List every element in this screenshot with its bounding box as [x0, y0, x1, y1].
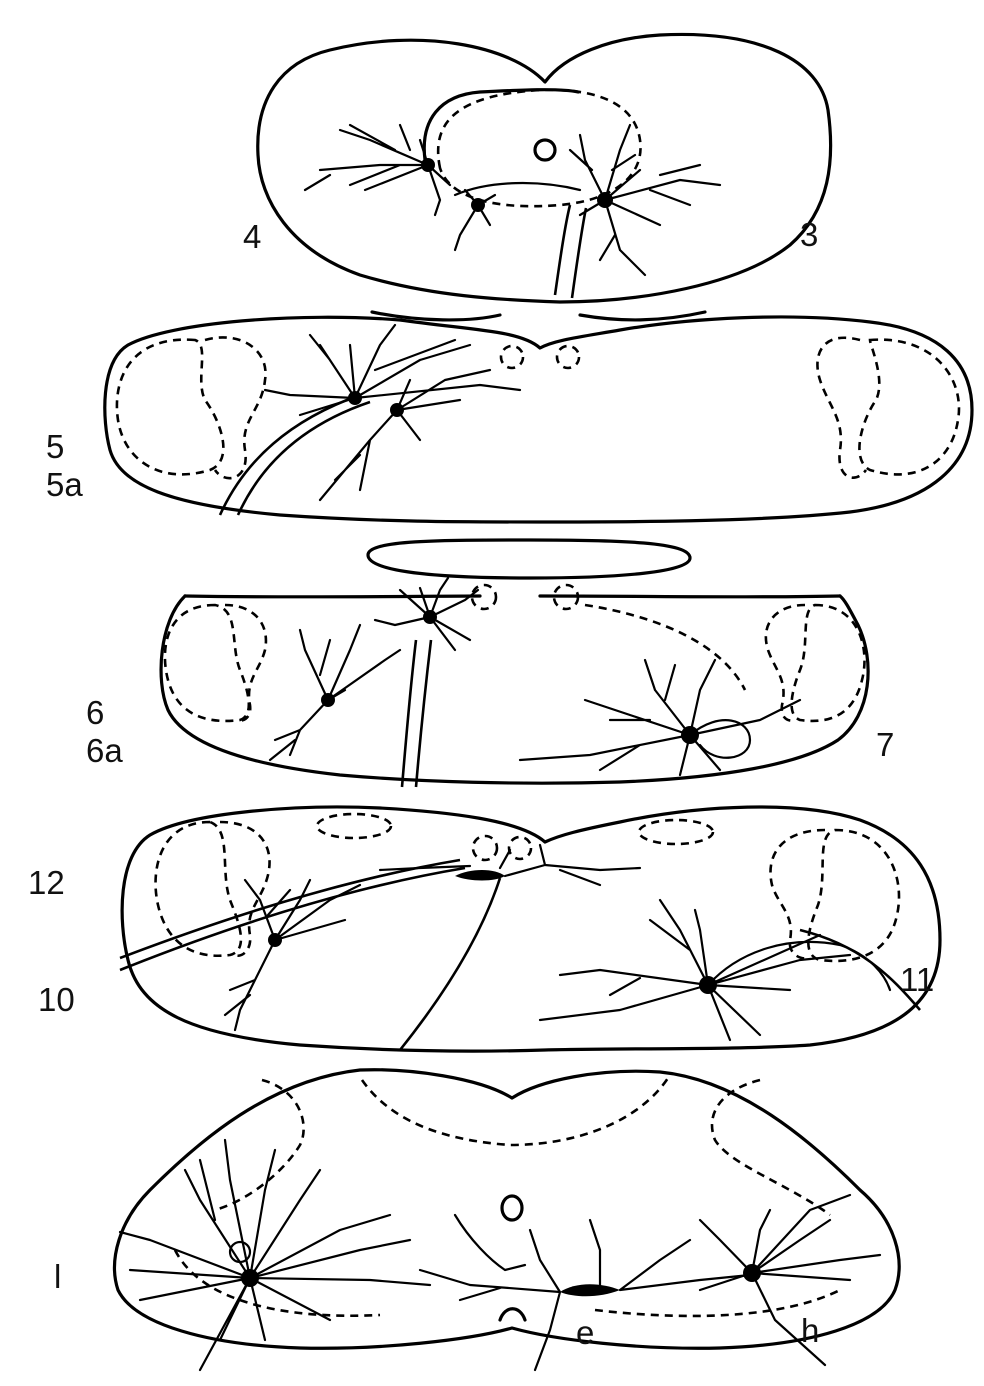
section-3-outline	[159, 594, 870, 785]
dashed-region-right-inner	[816, 336, 868, 479]
section-1-dashed-region	[436, 88, 642, 208]
label-5: 5	[46, 428, 65, 465]
neuron-cell	[118, 1138, 432, 1372]
label-h: h	[801, 1312, 820, 1349]
section-4	[119, 805, 942, 1053]
dashed-region-right	[710, 1078, 831, 1217]
neuron-cell	[373, 576, 480, 652]
dashed-region-left-outer	[163, 603, 251, 723]
section-2-outline	[103, 315, 974, 524]
neuron-cell	[268, 623, 402, 762]
section-3	[159, 538, 870, 788]
section-1	[256, 32, 833, 304]
neuron-cell	[453, 188, 497, 252]
section-3-top-oval	[366, 538, 692, 580]
neuron-cell	[698, 1193, 882, 1367]
label-12: 12	[28, 864, 65, 901]
label-6: 6	[86, 694, 105, 731]
section-2	[103, 310, 974, 524]
neuron-cell	[263, 323, 522, 417]
neuron-cell	[538, 898, 892, 1042]
label-11: 11	[900, 961, 935, 998]
section-5	[113, 1068, 901, 1372]
label-5a: 5a	[46, 466, 83, 503]
dashed-region-left-inner	[224, 603, 268, 722]
dashed-region-right-inner	[769, 828, 826, 960]
dashed-region-left	[214, 1078, 305, 1212]
dashed-region-left-inner	[204, 336, 267, 480]
section-4-outline	[120, 805, 942, 1053]
neuron-cell	[303, 123, 452, 217]
dashed-region-left-outer	[154, 820, 243, 958]
label-10: 10	[38, 981, 75, 1018]
dashed-region-right-inner	[764, 603, 806, 722]
dashed-region-right-outer	[790, 603, 866, 723]
label-6a: 6a	[86, 732, 123, 769]
central-canal	[533, 138, 557, 162]
neuron-cell	[223, 878, 362, 1032]
neuron-cell	[318, 368, 492, 502]
dashed-region-right-outer	[858, 338, 961, 476]
label-e: e	[576, 1314, 595, 1351]
label-l: l	[54, 1258, 62, 1295]
label-7: 7	[876, 726, 895, 763]
dashed-region-right-outer	[807, 828, 901, 963]
central-canal	[500, 1194, 524, 1222]
section-5-outline	[113, 1068, 901, 1350]
neuron-cell	[518, 658, 802, 777]
label-4: 4	[243, 218, 262, 255]
label-3: 3	[800, 216, 819, 253]
section-5-dashed-top	[360, 1077, 670, 1147]
section-1-outline	[256, 32, 833, 304]
dashed-region-left-outer	[115, 338, 225, 476]
neuron-cell	[568, 123, 722, 277]
